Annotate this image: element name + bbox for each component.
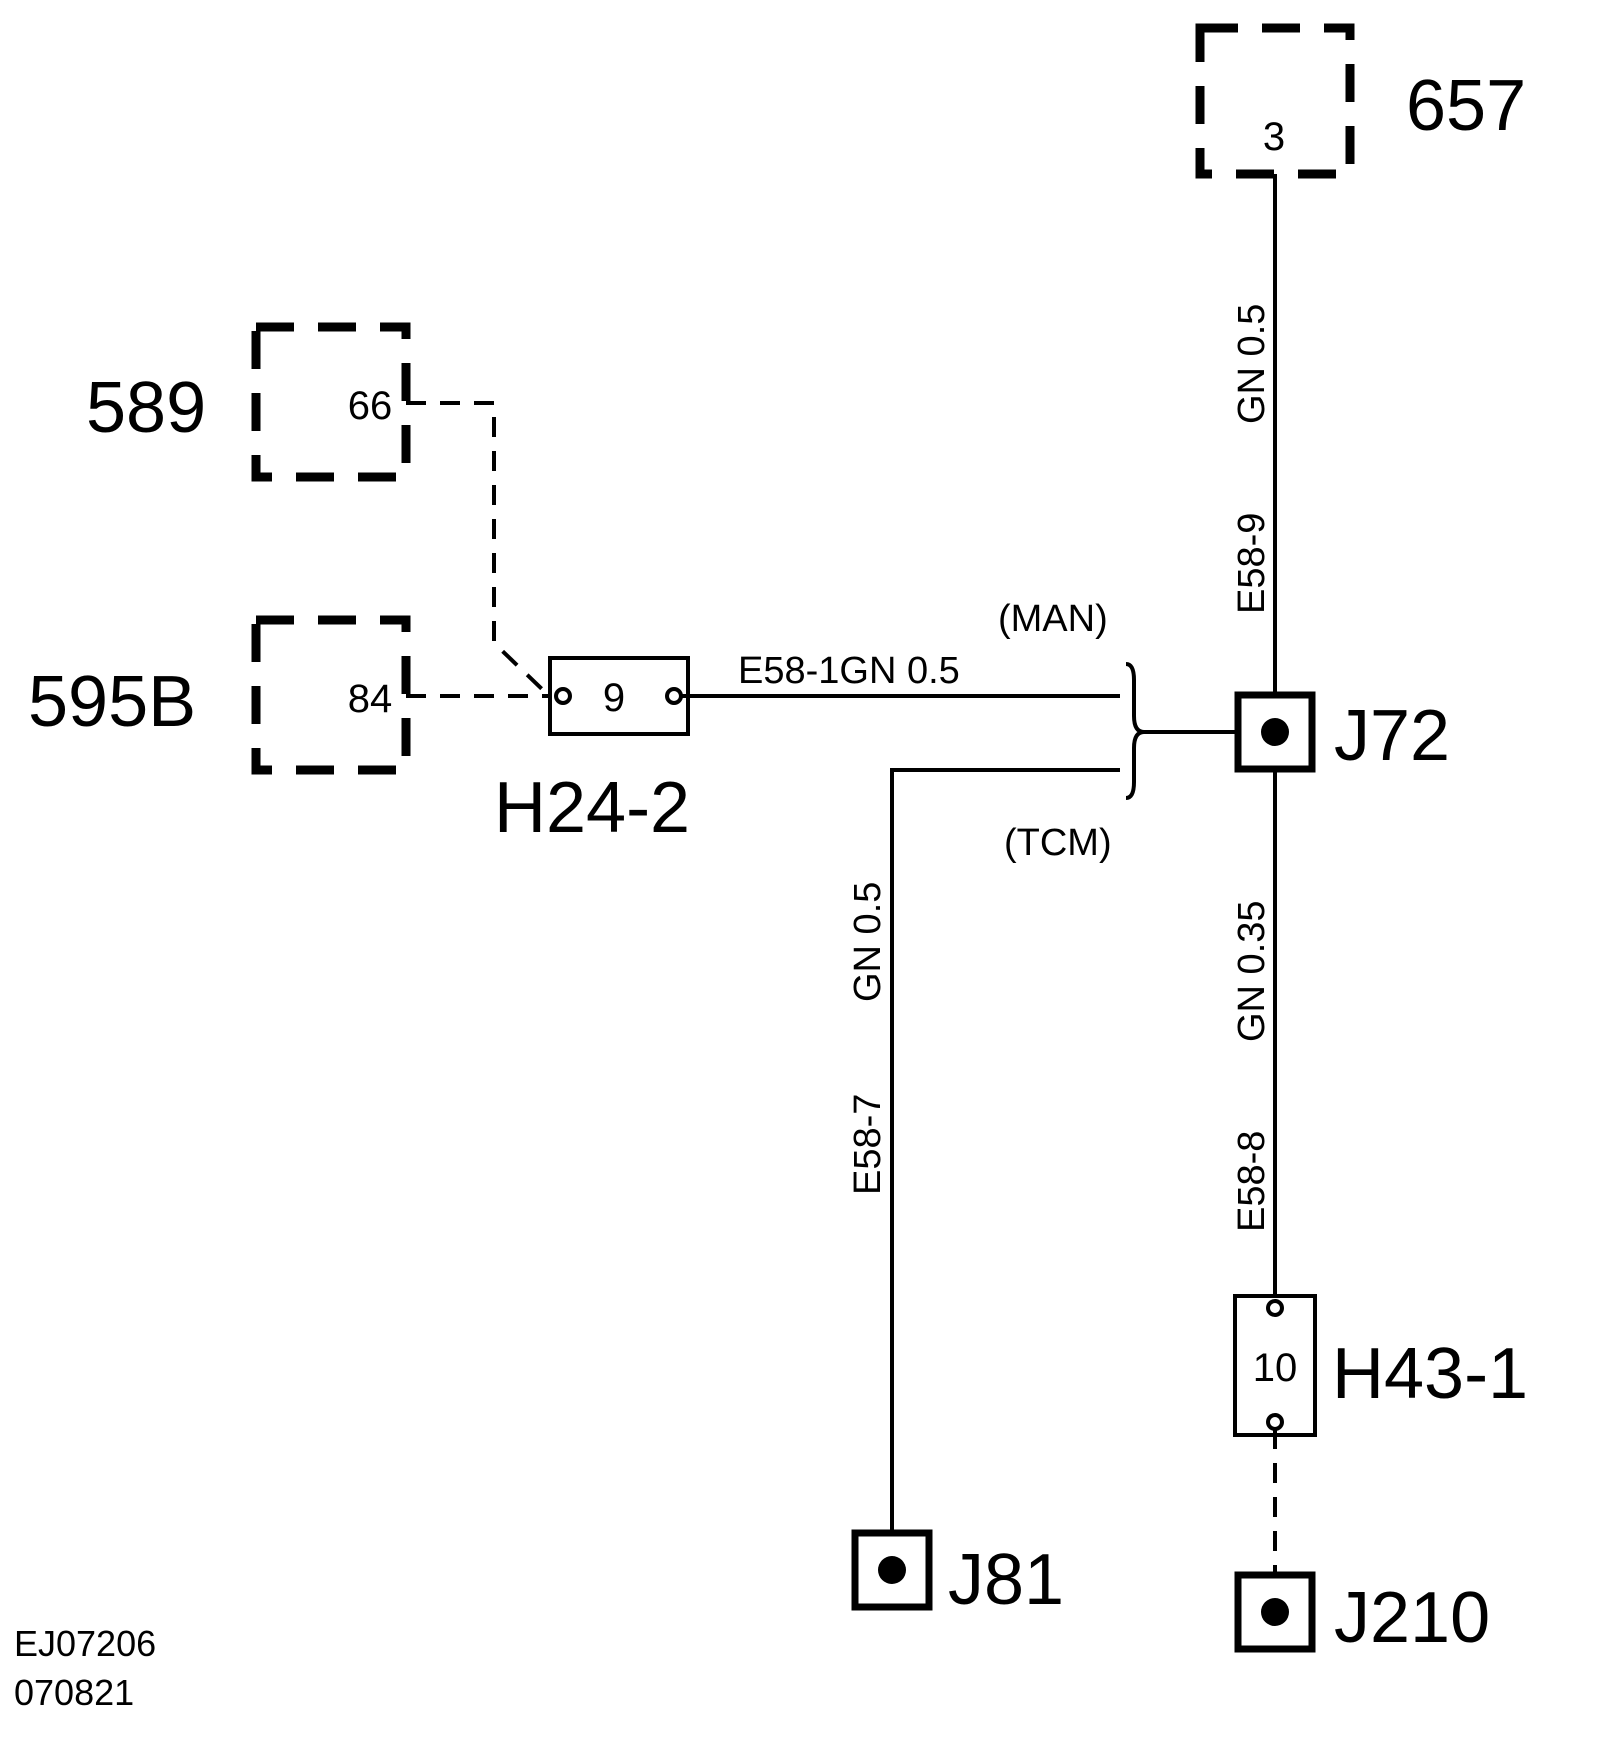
connector-h43-1[interactable]: 10 H43-1 — [1233, 1294, 1528, 1437]
dashed-wire-589-to-h24-2 — [406, 401, 547, 694]
component-589[interactable]: 66 589 — [86, 322, 411, 482]
connector-h43-1-top-terminal — [1266, 1299, 1284, 1317]
wire-e58-7-spec: GN 0.5 — [847, 882, 889, 1002]
wire-e58-7-circuit: E58-7 — [847, 1094, 889, 1195]
component-657-label: 657 — [1406, 66, 1526, 146]
splice-j210-label: J210 — [1334, 1578, 1490, 1658]
wire-e58-9-circuit: E58-9 — [1231, 513, 1273, 614]
connector-h43-1-label: H43-1 — [1332, 1334, 1528, 1414]
connector-h43-1-bottom-terminal — [1266, 1413, 1284, 1431]
wire-e58-9-spec: GN 0.5 — [1231, 304, 1273, 424]
wire-e58-1-label: E58-1GN 0.5 — [738, 650, 960, 692]
splice-j210[interactable]: J210 — [1234, 1571, 1490, 1658]
splice-j72-label: J72 — [1334, 696, 1450, 776]
connector-h24-2-right-terminal — [665, 687, 683, 705]
splice-j210-dot — [1261, 1598, 1289, 1626]
component-589-pin: 66 — [348, 384, 393, 428]
variant-brace — [1125, 662, 1145, 800]
component-595b-label: 595B — [28, 662, 196, 742]
component-589-label: 589 — [86, 368, 206, 448]
wire-e58-7 — [890, 768, 1120, 1567]
wire-e58-8-circuit: E58-8 — [1231, 1131, 1273, 1232]
drawing-code: EJ07206 — [14, 1623, 156, 1664]
wire-e58-8-spec: GN 0.35 — [1231, 900, 1273, 1042]
connector-h24-2[interactable]: 9 H24-2 — [494, 656, 690, 848]
splice-j72[interactable]: J72 — [1234, 691, 1450, 776]
connector-h24-2-label: H24-2 — [494, 768, 690, 848]
splice-j81-label: J81 — [948, 1540, 1064, 1620]
component-657-pin: 3 — [1263, 115, 1285, 159]
splice-j81[interactable]: J81 — [851, 1529, 1064, 1620]
splice-j72-dot — [1261, 718, 1289, 746]
connector-h43-1-pin: 10 — [1253, 1346, 1298, 1390]
component-595b-pin: 84 — [348, 677, 393, 721]
variant-tcm-label: (TCM) — [1004, 822, 1112, 864]
component-657[interactable]: 3 657 — [1195, 23, 1526, 179]
connector-h24-2-left-terminal — [554, 687, 572, 705]
connector-h24-2-pin: 9 — [603, 676, 625, 720]
variant-man-label: (MAN) — [998, 598, 1108, 640]
component-595b[interactable]: 84 595B — [28, 615, 411, 775]
splice-j81-dot — [878, 1556, 906, 1584]
drawing-date: 070821 — [14, 1672, 134, 1713]
